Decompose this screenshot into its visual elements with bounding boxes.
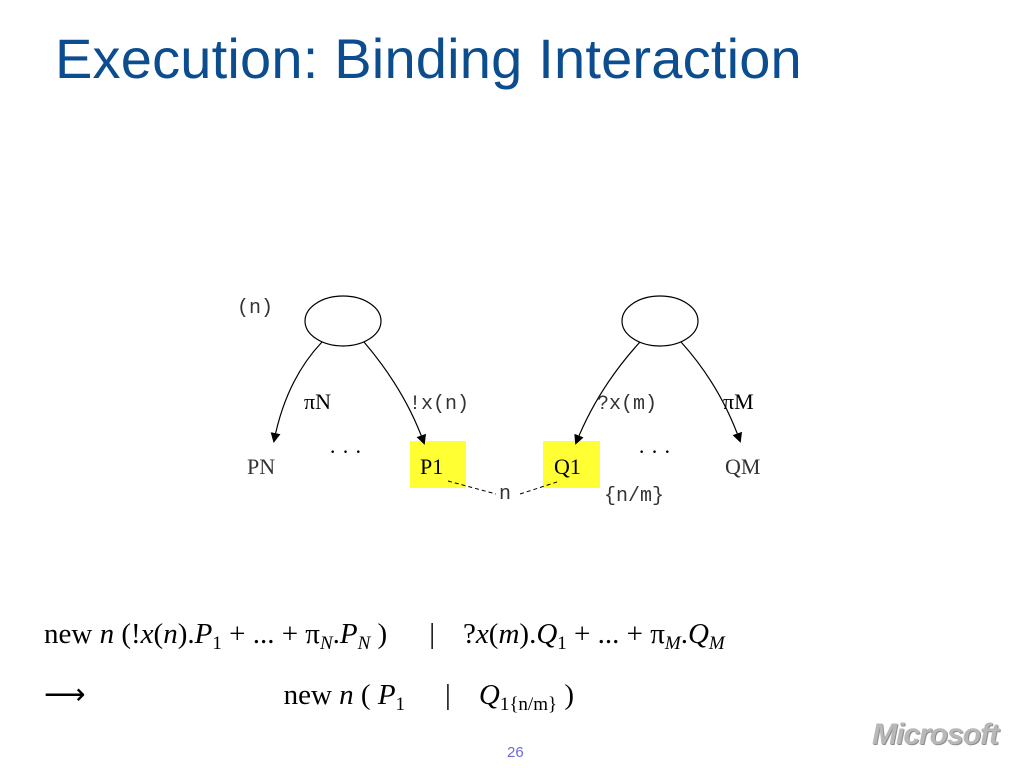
edge-right-to-qm bbox=[680, 341, 743, 443]
var-x: x bbox=[475, 618, 489, 650]
var-p: P bbox=[194, 618, 213, 650]
formula-text: ( bbox=[353, 679, 378, 711]
var-q: Q bbox=[478, 679, 500, 711]
formula-text: ). bbox=[177, 618, 195, 650]
microsoft-logo: Microsoft bbox=[872, 718, 999, 751]
var-q: Q bbox=[536, 618, 558, 650]
node-pn: PN bbox=[247, 454, 275, 479]
formula-text: + ... + π bbox=[221, 618, 320, 650]
node-q1: Q1 bbox=[554, 454, 581, 479]
subscript: M bbox=[664, 633, 681, 654]
formula-text: (! bbox=[114, 618, 141, 650]
left-ellipsis: · · · bbox=[329, 439, 362, 464]
subscript: M bbox=[708, 633, 725, 654]
var-n: n bbox=[163, 618, 178, 650]
subscript: 1 bbox=[557, 633, 567, 654]
node-p1: P1 bbox=[420, 454, 443, 479]
formula-text: ). bbox=[519, 618, 537, 650]
subscript: N bbox=[357, 633, 371, 654]
subscript: 1{n/m} bbox=[499, 694, 558, 715]
channel-label: n bbox=[499, 483, 511, 506]
var-p: P bbox=[339, 618, 358, 650]
var-n: n bbox=[99, 618, 115, 650]
parallel-bar: | bbox=[445, 679, 451, 711]
subscript: 1 bbox=[212, 633, 222, 654]
slide-title: Execution: Binding Interaction bbox=[55, 27, 802, 90]
channel-line-right bbox=[519, 480, 561, 495]
right-edge-label-receive: ?x(m) bbox=[597, 393, 657, 416]
var-n: n bbox=[339, 679, 354, 711]
parallel-bar: | bbox=[429, 618, 436, 650]
channel-line-left bbox=[447, 480, 497, 495]
formula-line-2: ⟶ new n ( P1 | Q1{n/m} ) bbox=[44, 677, 575, 715]
keyword-new: new bbox=[283, 679, 332, 711]
edge-left-to-p1 bbox=[363, 341, 427, 445]
edge-left-to-pn bbox=[270, 341, 323, 443]
left-scope-label: (n) bbox=[237, 297, 273, 320]
reduction-arrow: ⟶ bbox=[44, 679, 86, 711]
var-m: m bbox=[498, 618, 520, 650]
right-ellipsis: · · · bbox=[638, 439, 671, 464]
right-edge-label-pi: πM bbox=[723, 389, 754, 414]
formula-text: ( bbox=[153, 618, 164, 650]
substitution-label: {n/m} bbox=[604, 485, 664, 508]
page-number: 26 bbox=[507, 744, 524, 761]
edge-right-to-q1 bbox=[574, 341, 641, 445]
left-edge-label-send: !x(n) bbox=[409, 393, 469, 416]
subscript: N bbox=[319, 633, 333, 654]
var-q: Q bbox=[687, 618, 709, 650]
formula-text: ) bbox=[370, 618, 388, 650]
var-x: x bbox=[140, 618, 154, 650]
formula-text: . bbox=[680, 618, 688, 650]
q1-highlight bbox=[543, 441, 600, 488]
subscript: 1 bbox=[395, 694, 406, 715]
formula-text: ) bbox=[557, 679, 575, 711]
left-edge-label-pi: πN bbox=[304, 389, 331, 414]
formula-text: ( bbox=[488, 618, 499, 650]
formula-line-1: new n (!x(n).P1 + ... + πN.PN )|?x(m).Q1… bbox=[44, 618, 725, 654]
left-scope-node bbox=[304, 295, 382, 347]
node-qm: QM bbox=[725, 454, 760, 479]
keyword-new: new bbox=[44, 618, 93, 650]
right-scope-node bbox=[621, 295, 699, 347]
formula-text: ? bbox=[463, 618, 476, 650]
var-p: P bbox=[377, 679, 396, 711]
formula-text: . bbox=[332, 618, 340, 650]
p1-highlight bbox=[410, 441, 466, 488]
formula-text: + ... + π bbox=[566, 618, 665, 650]
